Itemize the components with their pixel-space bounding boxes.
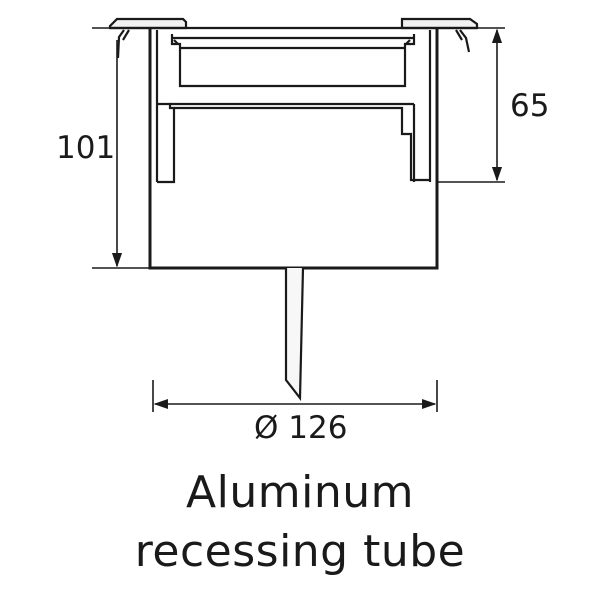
right-clip bbox=[455, 29, 471, 53]
dimension-overall-height bbox=[92, 27, 150, 269]
tube-body bbox=[148, 28, 439, 270]
caption-title-line-2: recessing tube bbox=[134, 526, 466, 577]
lamp-housing-top bbox=[170, 34, 416, 88]
dimension-diameter-label: Ø 126 bbox=[254, 410, 347, 446]
dimension-upper-height bbox=[437, 27, 505, 183]
dimension-overall-height-label: 101 bbox=[56, 130, 115, 166]
cable bbox=[284, 267, 305, 402]
dimension-diameter bbox=[152, 380, 438, 412]
left-flange bbox=[108, 17, 188, 30]
dimension-upper-height-label: 65 bbox=[510, 88, 549, 124]
lamp-housing-bottom bbox=[157, 102, 176, 184]
tube-outline bbox=[108, 17, 479, 402]
left-clip bbox=[116, 29, 130, 59]
right-flange bbox=[400, 17, 479, 30]
caption-title-line-1: Aluminum bbox=[186, 467, 414, 518]
